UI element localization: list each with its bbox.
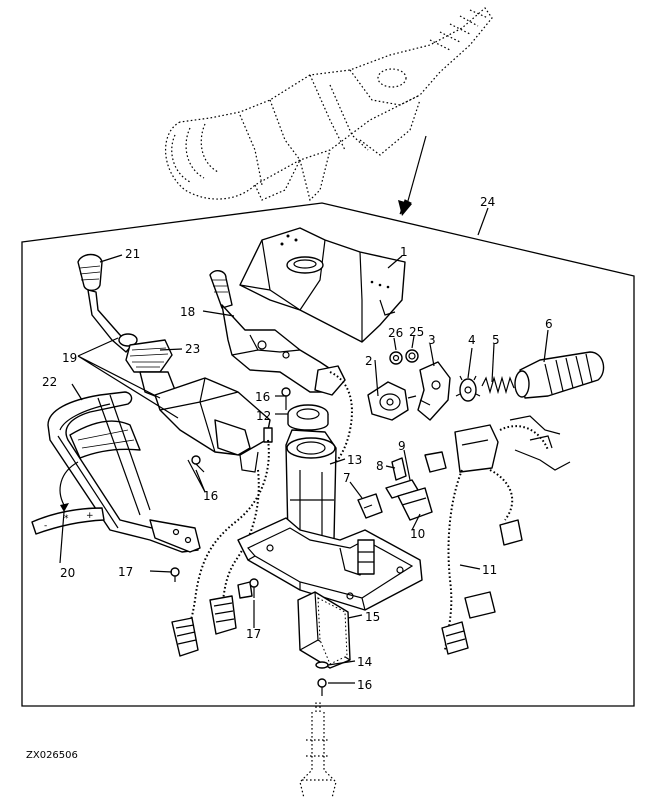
callout-3: 3: [428, 333, 436, 347]
part-23-boot: [125, 339, 173, 373]
callout-1: 1: [400, 245, 408, 259]
part-16-screw-left: [191, 455, 205, 473]
part-14-washer: [315, 661, 329, 669]
part-21-shift-lever: [77, 253, 138, 353]
part-6-handle: [514, 351, 605, 399]
wire-harness-left: [171, 371, 353, 657]
callout-9: 9: [398, 439, 406, 453]
callout-19: 19: [62, 351, 77, 365]
steering-column-sketch: [165, 7, 493, 202]
part-5-spring: [481, 375, 515, 395]
part-22-quadrant: [47, 391, 201, 553]
part-20-decal: - * +: [31, 461, 105, 535]
part-16-screw-upper: [281, 387, 291, 410]
callout-24: 24: [480, 195, 495, 209]
callout-16-upper: 16: [255, 390, 270, 404]
callout-21: 21: [125, 247, 140, 261]
part-3-cam: [417, 361, 451, 421]
leader-lines: [59, 207, 549, 684]
part-16-lower-screw: [317, 678, 327, 696]
callout-15: 15: [365, 610, 380, 624]
callout-25: 25: [409, 325, 424, 339]
callout-4: 4: [468, 333, 476, 347]
decal-mark-3: +: [86, 511, 94, 521]
callout-26: 26: [388, 326, 403, 340]
decal-mark-2: *: [64, 514, 69, 524]
callout-12: 12: [256, 409, 271, 423]
part-25-washer: [405, 349, 419, 363]
part-18-light-switch: [209, 270, 346, 396]
callout-17-left: 17: [118, 565, 133, 579]
callout-labels: 1 2 3 4 5 6 7 8 9 10 11 12 13 14 15 16 1…: [42, 195, 553, 692]
callout-22: 22: [42, 375, 57, 389]
callout-17-mid: 17: [246, 627, 261, 641]
part-8-pin: [391, 457, 407, 481]
decal-mark-1: -: [44, 521, 47, 531]
callout-13: 13: [347, 453, 362, 467]
part-2-sensor: [367, 381, 417, 421]
part-12-collar: [287, 404, 329, 431]
part-19-lever-switch: [139, 371, 273, 473]
detail-frame: [21, 202, 635, 707]
callout-7: 7: [343, 471, 351, 485]
callout-18: 18: [180, 305, 195, 319]
callout-16-left: 16: [203, 489, 218, 503]
steering-shaft-lower: [299, 700, 337, 799]
callout-16-lower: 16: [357, 678, 372, 692]
part-26-nut: [389, 351, 403, 365]
callout-6: 6: [545, 317, 553, 331]
reference-code: ZX026506: [26, 750, 78, 761]
callout-11: 11: [482, 563, 497, 577]
part-7-bracket: [357, 493, 383, 519]
base-plate: [237, 517, 423, 611]
view-arrow: [398, 135, 427, 216]
callout-23: 23: [185, 342, 200, 356]
callout-8: 8: [376, 459, 384, 473]
part-1-upper-shroud: [239, 227, 406, 343]
part-15-lower-housing: [297, 591, 351, 669]
callout-5: 5: [492, 333, 500, 347]
part-17-screw-left: [170, 567, 180, 582]
callout-10: 10: [410, 527, 425, 541]
part-17-screw-mid: [249, 578, 259, 598]
callout-20: 20: [60, 566, 75, 580]
callout-2: 2: [365, 354, 373, 368]
part-10-plate: [397, 487, 433, 521]
part-4-gear: [455, 375, 481, 402]
part-11-wiring-harness: [424, 415, 571, 655]
callout-14: 14: [357, 655, 372, 669]
